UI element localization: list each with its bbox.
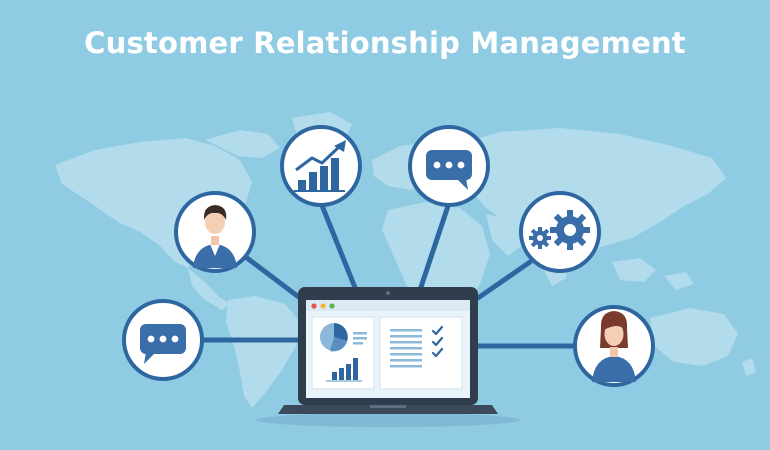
window-dot-green (329, 303, 335, 309)
laptop-icon (256, 287, 520, 427)
screen-checklist-panel (379, 316, 463, 390)
connector-gears (475, 259, 533, 301)
node-male-customer (174, 191, 256, 273)
laptop-base (278, 405, 498, 414)
window-dot-yellow (320, 303, 326, 309)
window-titlebar (306, 300, 470, 311)
laptop-notch (370, 405, 406, 408)
checkmark-icons (431, 325, 444, 358)
screen-analytics-panel (311, 316, 375, 390)
laptop-camera (386, 291, 390, 295)
connector-male (244, 255, 303, 301)
node-chat-left (122, 299, 204, 381)
gears-icon (529, 210, 590, 250)
female-avatar-icon (592, 311, 636, 382)
laptop-shadow (256, 413, 520, 427)
node-growth-chart (280, 125, 362, 207)
page-title: Customer Relationship Management (84, 26, 686, 60)
connector-growth (318, 200, 359, 293)
window-dot-red (311, 303, 317, 309)
connector-chat-top (417, 200, 452, 293)
node-female-customer (573, 305, 655, 387)
chat-bubble-icon (426, 150, 472, 190)
chat-bubble-icon (140, 324, 186, 364)
bar-chart-growth-icon (294, 140, 346, 192)
node-gears (519, 191, 601, 273)
mini-bar-chart-icon (332, 358, 358, 380)
node-chat-top (408, 125, 490, 207)
connector-lines (199, 200, 578, 349)
male-avatar-icon (193, 205, 237, 268)
